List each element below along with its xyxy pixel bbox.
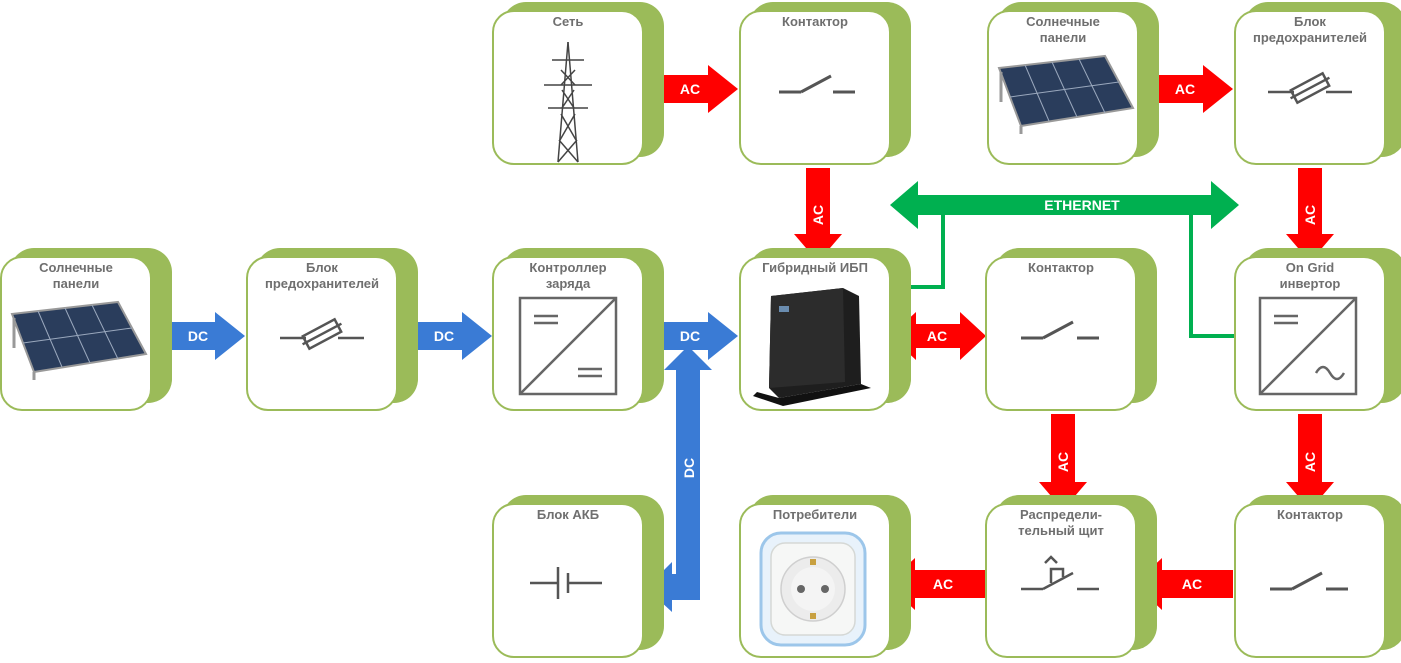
block-title: Контактор <box>1028 260 1094 275</box>
ac-arrow-solar-to-fuse-right: AC <box>1138 65 1233 113</box>
power-socket-icon <box>739 503 891 658</box>
block-consumers: Потребители <box>739 495 911 660</box>
block-solar-right: Солнечные панели <box>987 2 1159 167</box>
battery-icon <box>492 503 644 658</box>
ac-arrow-inverter-to-contactor: AC <box>1286 414 1334 510</box>
block-title: Блок предохранителей <box>1252 14 1368 45</box>
block-title: Распредели- тельный щит <box>1018 507 1104 538</box>
block-title: Солнечные панели <box>39 260 113 291</box>
svg-text:DC: DC <box>434 328 454 344</box>
svg-text:AC: AC <box>1055 452 1071 472</box>
block-title: Гибридный ИБП <box>762 260 868 275</box>
block-contactor-bottom: Контактор <box>1234 495 1401 660</box>
ethernet-link: ETHERNET <box>890 181 1239 338</box>
block-solar-left: Солнечные панели <box>0 248 172 413</box>
ups-device-icon <box>739 256 891 411</box>
svg-text:AC: AC <box>1175 81 1195 97</box>
svg-text:AC: AC <box>1302 205 1318 225</box>
block-fuse-left: Блок предохранителей <box>246 248 418 413</box>
power-tower-icon <box>492 10 644 165</box>
block-distribution-board: Распредели- тельный щит <box>985 495 1157 660</box>
contactor-switch-icon <box>1234 503 1386 658</box>
block-hybrid-ups: Гибридный ИБП <box>739 248 911 413</box>
ac-arrow-ups-contactor-bidirectional: AC <box>890 312 986 360</box>
dc-arrow-solar-to-fuse: DC <box>150 312 245 360</box>
svg-text:DC: DC <box>680 328 700 344</box>
block-contactor-mid: Контактор <box>985 248 1157 413</box>
fuse-icon <box>1234 10 1386 165</box>
dc-ac-inverter-icon <box>1234 256 1386 411</box>
svg-text:AC: AC <box>1302 452 1318 472</box>
svg-text:AC: AC <box>927 328 947 344</box>
ac-arrow-fuse-to-inverter: AC <box>1286 168 1334 262</box>
circuit-breaker-icon <box>985 503 1137 658</box>
block-contactor-top: Контактор <box>739 2 911 167</box>
block-grid: Сеть <box>492 2 664 167</box>
solar-panel-icon <box>987 10 1139 165</box>
block-title: Контактор <box>782 14 848 29</box>
dc-dc-converter-icon <box>492 256 644 411</box>
fuse-icon <box>246 256 398 411</box>
block-charge-controller: Контроллер заряда <box>492 248 664 413</box>
contactor-switch-icon <box>985 256 1137 411</box>
block-title: Блок предохранителей <box>264 260 380 291</box>
block-title: On Grid инвертор <box>1279 260 1341 291</box>
svg-text:AC: AC <box>810 205 826 225</box>
svg-text:AC: AC <box>1182 576 1202 592</box>
dc-arrow-fuse-to-controller: DC <box>397 312 492 360</box>
contactor-switch-icon <box>739 10 891 165</box>
block-ongrid-inverter: On Grid инвертор <box>1234 248 1401 413</box>
block-title: Солнечные панели <box>1026 14 1100 45</box>
block-title: Потребители <box>772 507 858 522</box>
ac-arrow-contactor-to-ups: AC <box>794 168 842 262</box>
svg-text:AC: AC <box>680 81 700 97</box>
block-title: Контроллер заряда <box>529 260 607 291</box>
svg-text:DC: DC <box>188 328 208 344</box>
block-title: Сеть <box>552 14 584 29</box>
block-fuse-right: Блок предохранителей <box>1234 2 1401 167</box>
ac-arrow-contactor-to-distribution: AC <box>1039 414 1087 510</box>
solar-panel-icon <box>0 256 152 411</box>
svg-text:ETHERNET: ETHERNET <box>1044 197 1120 213</box>
block-battery: Блок АКБ <box>492 495 664 660</box>
ac-arrow-grid-to-contactor: AC <box>643 65 738 113</box>
ac-arrow-distribution-to-consumers: AC <box>887 558 986 610</box>
dc-arrow-controller-to-ups: DC <box>643 312 738 360</box>
dc-arrow-bidirectional-battery: DC <box>646 346 712 612</box>
svg-text:AC: AC <box>933 576 953 592</box>
block-title: Контактор <box>1277 507 1343 522</box>
svg-text:DC: DC <box>681 458 697 478</box>
ac-arrow-contactor-to-distribution-horizontal: AC <box>1134 558 1233 610</box>
block-title: Блок АКБ <box>536 507 600 522</box>
